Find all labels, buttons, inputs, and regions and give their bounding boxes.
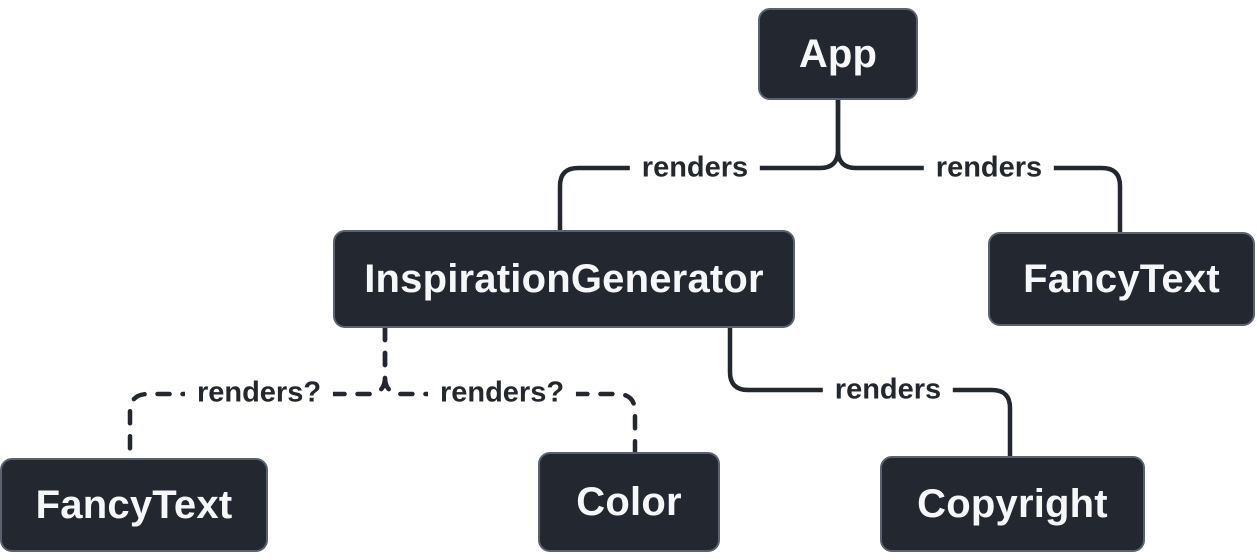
edge-label-inspirationgenerator-copyright: renders xyxy=(822,371,954,409)
edge-label-app-fancytext: renders xyxy=(923,149,1055,187)
edge-label-inspirationgenerator-fancytext: renders? xyxy=(184,374,334,412)
node-color-label: Color xyxy=(576,479,682,524)
node-fancy-text-top-right: FancyText xyxy=(988,232,1255,326)
node-fancy-text-top-right-label: FancyText xyxy=(1023,256,1220,301)
edge-label-inspirationgenerator-color: renders? xyxy=(427,374,577,412)
node-fancy-text-bottom-left: FancyText xyxy=(0,458,268,552)
node-color: Color xyxy=(538,452,720,552)
edge-label-app-inspirationgenerator: renders xyxy=(629,149,761,187)
node-app: App xyxy=(758,8,918,100)
node-app-label: App xyxy=(798,31,878,76)
node-copyright-label: Copyright xyxy=(917,481,1108,526)
node-inspiration-generator-label: InspirationGenerator xyxy=(364,256,764,301)
node-inspiration-generator: InspirationGenerator xyxy=(333,230,795,328)
node-copyright: Copyright xyxy=(880,456,1145,552)
node-fancy-text-bottom-left-label: FancyText xyxy=(35,482,233,527)
